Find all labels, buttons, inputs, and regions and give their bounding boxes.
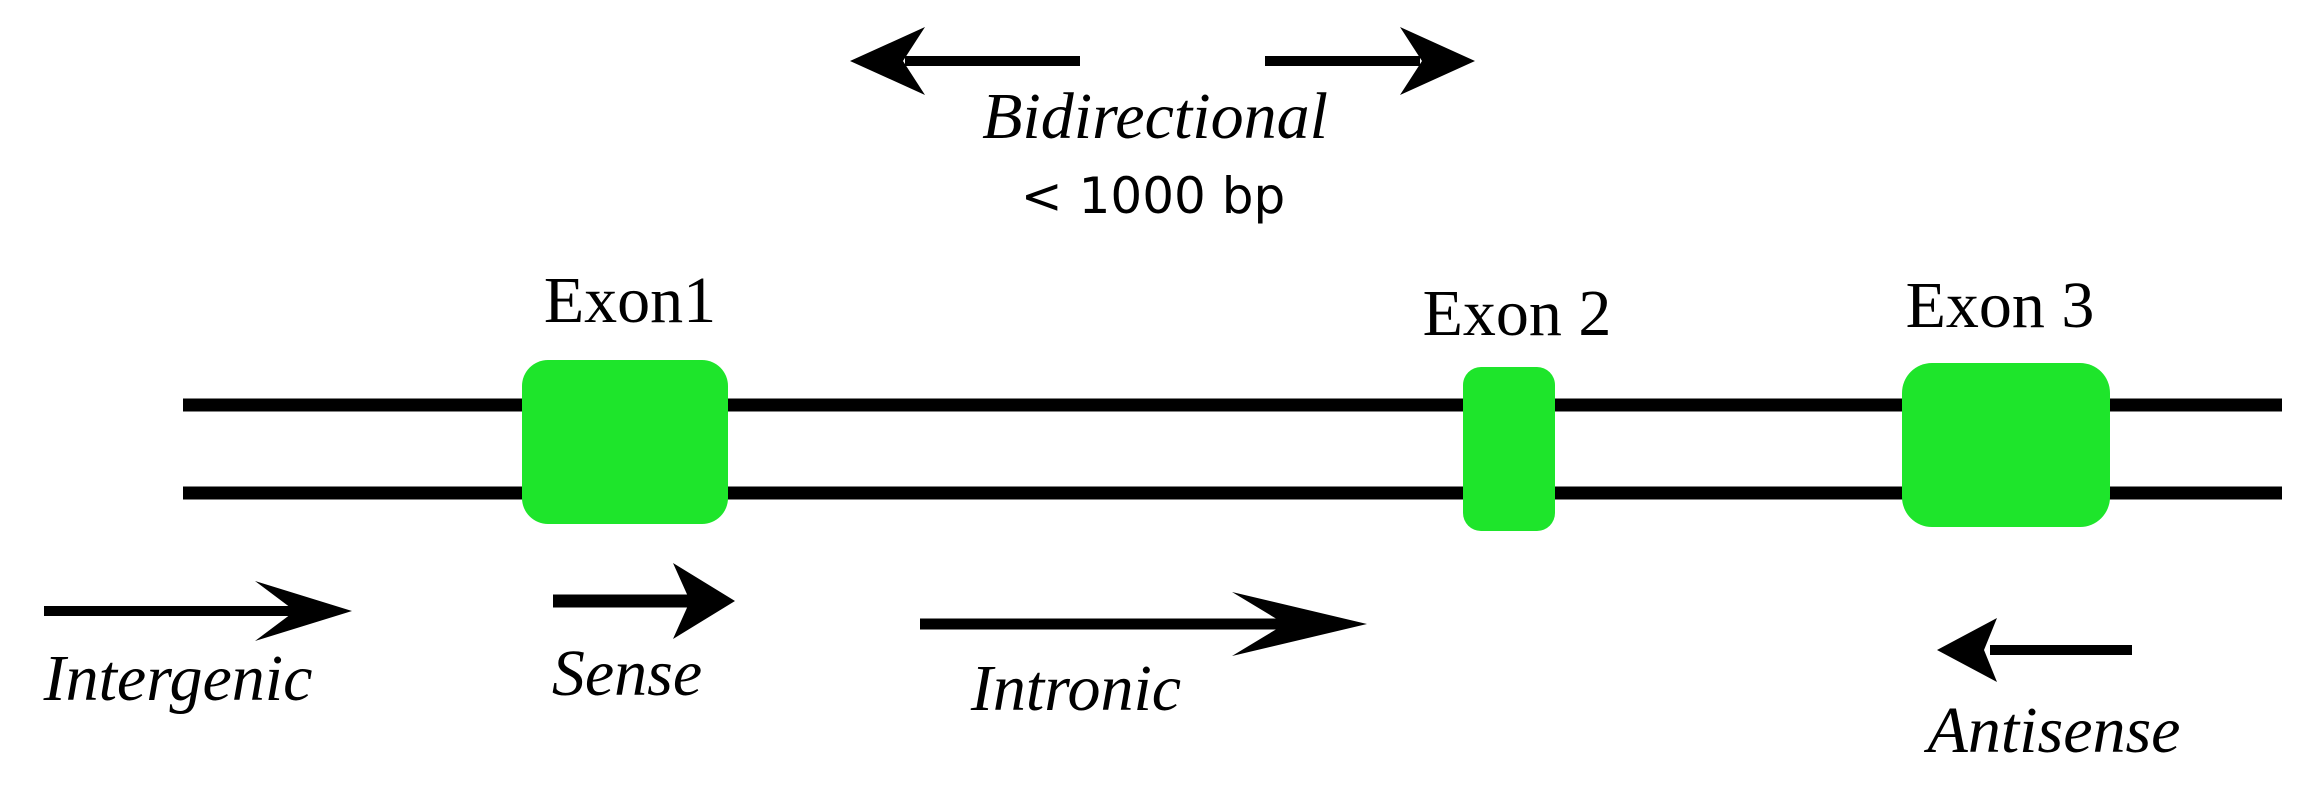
intronic-label: Intronic	[970, 652, 1181, 725]
antisense-label: Antisense	[1924, 694, 2181, 767]
exon-2-label: Exon 2	[1423, 277, 1612, 350]
exon-2-block	[1463, 367, 1555, 531]
antisense-arrow	[1937, 618, 2132, 682]
bidirectional-right-arrow-head	[1400, 27, 1475, 95]
bidirectional-left-arrow-head	[850, 27, 925, 95]
exon-1-label: Exon1	[544, 264, 716, 337]
sense-arrow	[553, 563, 735, 639]
exon-3-label: Exon 3	[1906, 269, 2095, 342]
exon-1-block	[522, 360, 728, 524]
bidirectional-label: Bidirectional	[982, 80, 1328, 153]
intronic-arrow	[920, 592, 1367, 656]
sense-label: Sense	[552, 637, 702, 710]
exons	[522, 360, 2110, 531]
intergenic-label: Intergenic	[43, 642, 313, 715]
intergenic-arrow	[44, 581, 352, 641]
exon-3-block	[1902, 363, 2110, 527]
bidirectional-distance-note: < 1000 bp	[1021, 167, 1285, 225]
bidirectional-arrows	[850, 27, 1475, 95]
